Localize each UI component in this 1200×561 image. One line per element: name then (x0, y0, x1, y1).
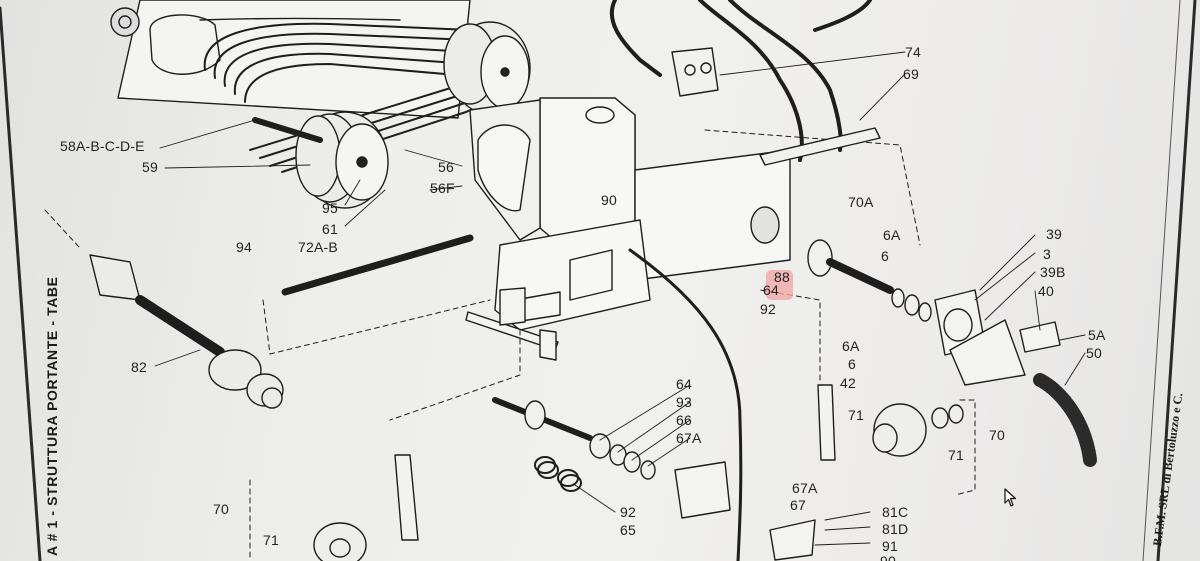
flexible-hose (1033, 373, 1097, 467)
label-95: 95 (322, 200, 338, 216)
label-39b: 39B (1040, 264, 1066, 280)
cardan-shaft (89, 254, 284, 409)
label-66: 66 (676, 412, 692, 428)
label-82: 82 (131, 359, 147, 375)
rod-72 (281, 234, 474, 296)
label-90: 90 (601, 192, 617, 208)
label-91: 91 (882, 538, 898, 554)
label-64: 64 (676, 376, 692, 392)
label-94: 94 (236, 239, 252, 255)
main-housing (469, 97, 791, 331)
pulley-shaft (252, 117, 323, 143)
spring-pair (534, 456, 582, 492)
label-93: 93 (676, 394, 692, 410)
label-58: 58A-B-C-D-E (60, 138, 145, 154)
label-67a: 67A (676, 430, 702, 446)
label-59: 59 (142, 159, 158, 175)
bracket-81 (769, 519, 816, 561)
belt-guard (110, 0, 471, 119)
label-71-right-2: 71 (948, 447, 964, 463)
label-70-left: 70 (213, 501, 229, 517)
bearing-support (934, 289, 1061, 386)
label-92-low: 92 (620, 504, 636, 520)
label-56f: 56F (430, 180, 455, 196)
label-67a-low: 67A (792, 480, 818, 496)
label-56: 56 (438, 159, 454, 175)
caster-wheel-left (313, 522, 367, 561)
leader-lines (154, 51, 1086, 546)
label-64-mid: 64 (763, 282, 779, 298)
label-6-top: 6 (881, 248, 889, 264)
label-88: 88 (774, 269, 790, 285)
caster-wheel-right (872, 403, 964, 457)
label-90-low: 90 (880, 553, 896, 561)
label-61: 61 (322, 221, 338, 237)
label-74: 74 (905, 44, 921, 60)
label-39: 39 (1046, 226, 1062, 242)
label-5a: 5A (1088, 327, 1106, 343)
label-6a-low: 6A (842, 338, 860, 354)
adjustable-leg (394, 384, 836, 541)
mouse-pointer-icon (1004, 488, 1017, 507)
section-title-vertical: A # 1 - STRUTTURA PORTANTE - TABE (44, 276, 60, 556)
label-71-left: 71 (263, 532, 279, 548)
rear-pulley (443, 21, 531, 115)
label-69: 69 (903, 66, 919, 82)
label-42: 42 (840, 375, 856, 391)
label-6-low: 6 (848, 356, 856, 372)
right-shaft-assembly (807, 239, 932, 322)
valve-block (671, 47, 719, 97)
label-81c: 81C (882, 504, 909, 520)
label-67-low: 67 (790, 497, 806, 513)
label-40: 40 (1038, 283, 1054, 299)
label-81d: 81D (882, 521, 909, 537)
label-70-right: 70 (989, 427, 1005, 443)
label-65: 65 (620, 522, 636, 538)
label-6a-top: 6A (883, 227, 901, 243)
plate-65 (674, 461, 731, 519)
lower-shaft-assembly (492, 397, 656, 480)
base-frame (465, 287, 559, 361)
label-70a: 70A (848, 194, 874, 210)
hydraulic-hoses (609, 0, 872, 561)
page-inner-border (1142, 0, 1181, 561)
label-72a-b: 72A-B (298, 239, 338, 255)
highlight-marker (766, 270, 793, 300)
front-pulley (295, 111, 389, 209)
label-3: 3 (1043, 246, 1051, 262)
label-71-right: 71 (848, 407, 864, 423)
label-92-mid: 92 (760, 301, 776, 317)
cylinder-69 (759, 127, 881, 166)
label-50: 50 (1086, 345, 1102, 361)
